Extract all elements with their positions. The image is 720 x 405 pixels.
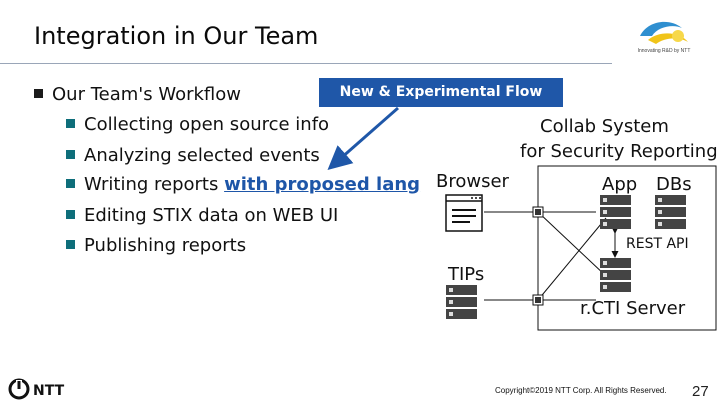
company-logo: Innovating R&D by NTT	[618, 12, 710, 64]
list-item: Editing STIX data on WEB UI	[66, 205, 338, 227]
list-item-label: Publishing reports	[84, 235, 247, 256]
app-server-icon	[600, 195, 631, 229]
slide-title: Integration in Our Team	[34, 22, 319, 50]
bullet-square-icon	[66, 150, 75, 159]
logo-tagline: Innovating R&D by NTT	[637, 48, 691, 54]
list-item: Writing reports with proposed lang	[66, 174, 420, 196]
list-item: Publishing reports	[66, 235, 246, 257]
badge-pointer-arrow	[327, 106, 399, 170]
list-item-label: Writing reports	[84, 174, 225, 195]
rcti-server-icon	[600, 258, 631, 292]
diagonal-connector	[537, 211, 607, 277]
list-item: Collecting open source info	[66, 114, 329, 136]
tips-label: TIPs	[448, 264, 485, 285]
collab-system-subtitle: for Security Reporting	[520, 141, 718, 162]
list-item-main: Our Team's Workflow	[34, 84, 241, 106]
browser-label: Browser	[436, 171, 509, 192]
copyright-notice: Copyright©2019 NTT Corp. All Rights Rese…	[495, 386, 667, 395]
collab-system-label: Collab System	[540, 116, 669, 137]
browser-window-icon	[445, 194, 483, 232]
list-item-label: Editing STIX data on WEB UI	[84, 205, 339, 226]
bullet-square-icon	[66, 240, 75, 249]
list-item-label: Our Team's Workflow	[52, 84, 241, 105]
page-number: 27	[692, 383, 709, 400]
dbs-label: DBs	[656, 174, 692, 195]
ntt-logo: NTT	[8, 378, 78, 400]
title-divider	[0, 63, 612, 64]
experimental-flow-badge: New & Experimental Flow	[319, 78, 563, 107]
rcti-server-label: r.CTI Server	[580, 298, 686, 319]
diagonal-connector	[537, 217, 607, 301]
db-server-icon	[655, 195, 686, 229]
highlighted-link[interactable]: with proposed lang	[224, 174, 421, 195]
junction-node	[532, 294, 544, 306]
list-item: Analyzing selected events	[66, 145, 320, 167]
bullet-square-icon	[34, 89, 43, 98]
ntt-logo-icon: NTT	[8, 378, 65, 400]
list-item-label: Collecting open source info	[84, 114, 330, 135]
swirl-logo-icon	[640, 21, 688, 44]
junction-node	[532, 206, 544, 218]
tips-server-icon	[446, 285, 477, 319]
rest-api-label: REST API	[626, 236, 689, 252]
bullet-square-icon	[66, 179, 75, 188]
list-item-label: Analyzing selected events	[84, 145, 320, 166]
ntt-logo-text: NTT	[33, 383, 65, 399]
bullet-square-icon	[66, 119, 75, 128]
app-label: App	[602, 174, 638, 195]
bullet-square-icon	[66, 210, 75, 219]
